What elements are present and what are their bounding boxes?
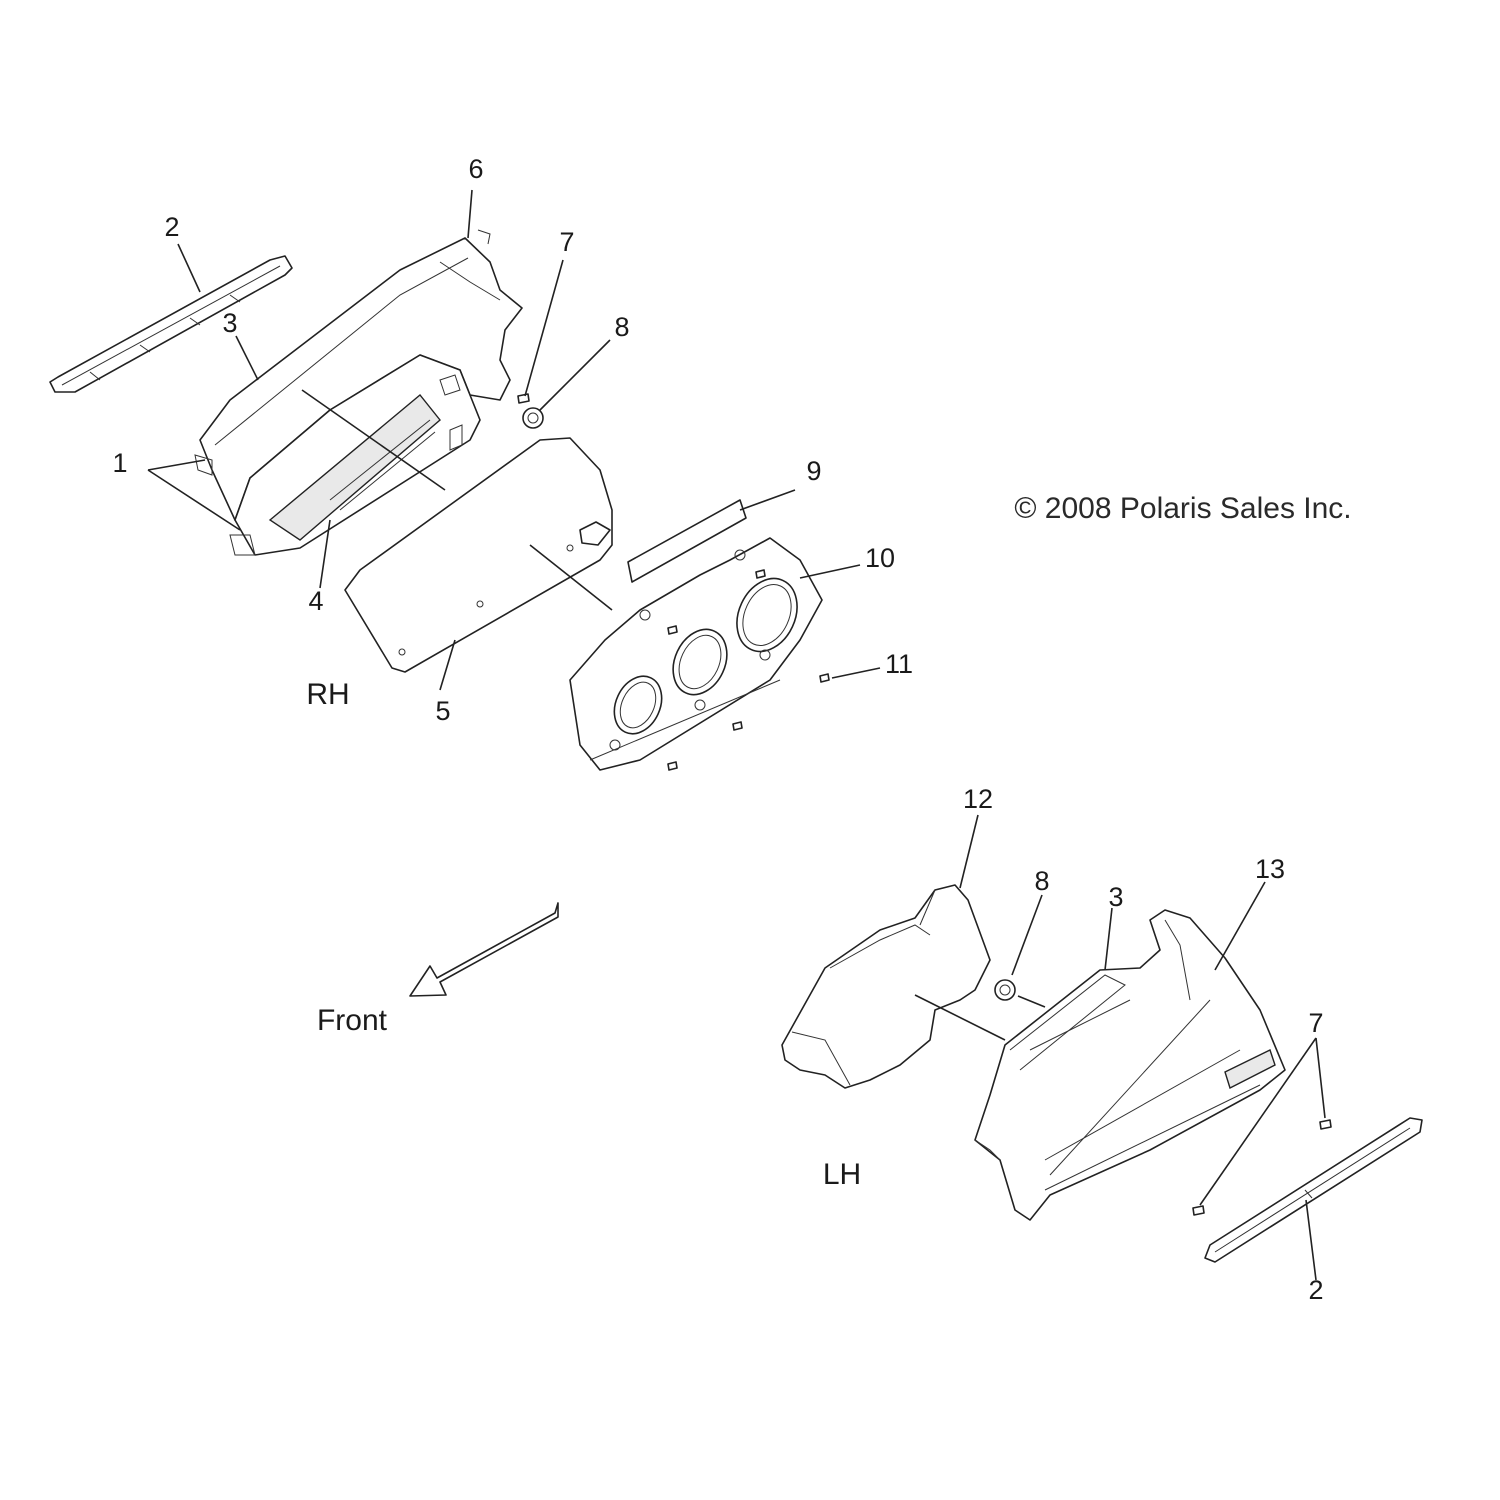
callout-lh-13: 13 <box>1255 854 1285 884</box>
rh-leader-lines <box>147 189 881 691</box>
lh-grommet-part-8 <box>994 979 1016 1001</box>
rh-side-label: RH <box>306 678 349 711</box>
lh-leader-lines <box>914 814 1326 1281</box>
rh-decal-part-9 <box>627 499 747 583</box>
callout-rh-11: 11 <box>885 649 913 679</box>
callout-rh-2: 2 <box>164 212 179 242</box>
callout-lh-3: 3 <box>1108 882 1123 912</box>
callout-lh-7: 7 <box>1308 1008 1323 1038</box>
callout-rh-3: 3 <box>222 308 237 338</box>
lh-back-cover-part-12 <box>781 884 991 1089</box>
callout-rh-7: 7 <box>559 227 574 257</box>
callout-rh-4: 4 <box>308 586 323 616</box>
lh-screw-part-7 <box>1192 1119 1332 1216</box>
callout-rh-1: 1 <box>112 448 127 478</box>
callout-rh-5: 5 <box>435 696 450 726</box>
front-label: Front <box>317 1004 388 1037</box>
callout-rh-6: 6 <box>468 154 483 184</box>
rh-gauge-cluster-part-10 <box>569 537 823 771</box>
copyright-notice: © 2008 Polaris Sales Inc. <box>1014 492 1351 525</box>
rh-trim-strip-part-2 <box>49 255 293 393</box>
rh-back-panel-part-5 <box>344 437 613 673</box>
rh-grommet-part-8 <box>522 407 544 429</box>
rh-screw-part-7 <box>517 393 530 404</box>
callout-lh-8: 8 <box>1034 866 1049 896</box>
lh-hood-part-13 <box>974 909 1286 1221</box>
callout-rh-10: 10 <box>865 543 895 573</box>
rh-screws-part-11 <box>667 569 830 771</box>
lh-side-label: LH <box>823 1158 861 1191</box>
callout-rh-9: 9 <box>806 456 821 486</box>
front-direction-arrow <box>409 902 559 997</box>
lh-trim-strip-part-2 <box>1204 1117 1423 1263</box>
callout-rh-8: 8 <box>614 312 629 342</box>
callout-lh-12: 12 <box>963 784 993 814</box>
rh-bezel-part-4 <box>194 354 481 556</box>
callout-lh-2: 2 <box>1308 1275 1323 1305</box>
